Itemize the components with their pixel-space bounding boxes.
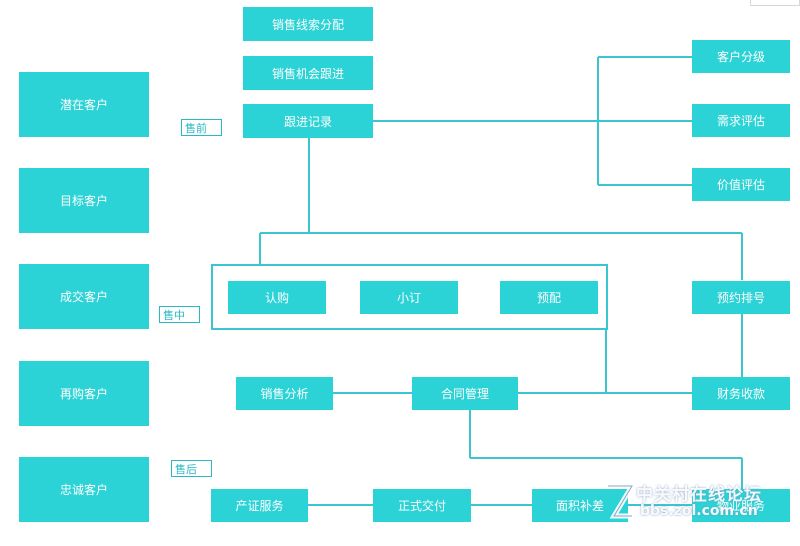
node-sales-analysis: 销售分析 bbox=[236, 377, 333, 410]
customer-deal: 成交客户 bbox=[19, 264, 149, 329]
watermark-logo-icon bbox=[608, 483, 634, 519]
node-finance-collection: 财务收款 bbox=[692, 377, 790, 410]
node-customer-grading: 客户分级 bbox=[692, 40, 790, 73]
node-demand-evaluation: 需求评估 bbox=[692, 104, 790, 137]
node-value-evaluation: 价值评估 bbox=[692, 168, 790, 201]
in-sale-frame bbox=[211, 264, 608, 330]
customer-target: 目标客户 bbox=[19, 168, 149, 233]
node-subscribe: 认购 bbox=[228, 281, 326, 314]
customer-loyal: 忠诚客户 bbox=[19, 457, 149, 522]
node-small-order: 小订 bbox=[360, 281, 458, 314]
customer-potential: 潜在客户 bbox=[19, 72, 149, 137]
node-certificate-service: 产证服务 bbox=[211, 489, 308, 522]
node-reservation-queue: 预约排号 bbox=[692, 281, 790, 314]
stage-tag-presale: 售前 bbox=[181, 119, 222, 136]
watermark-title: 中关村在线论坛 bbox=[636, 485, 762, 505]
node-formal-delivery: 正式交付 bbox=[373, 489, 471, 522]
corner-decoration bbox=[750, 0, 800, 6]
node-allocation: 预配 bbox=[500, 281, 598, 314]
node-lead-distribution: 销售线索分配 bbox=[243, 7, 373, 41]
stage-tag-insale: 售中 bbox=[159, 306, 200, 323]
watermark-url: bbs.zol.com.cn bbox=[640, 503, 758, 519]
node-property-service: 物业服务 bbox=[692, 489, 790, 522]
node-opportunity-followup: 销售机会跟进 bbox=[243, 56, 373, 90]
customer-repurchase: 再购客户 bbox=[19, 361, 149, 426]
node-contract-management: 合同管理 bbox=[412, 377, 518, 410]
node-followup-record: 跟进记录 bbox=[243, 104, 373, 138]
stage-tag-aftersale: 售后 bbox=[171, 460, 212, 477]
